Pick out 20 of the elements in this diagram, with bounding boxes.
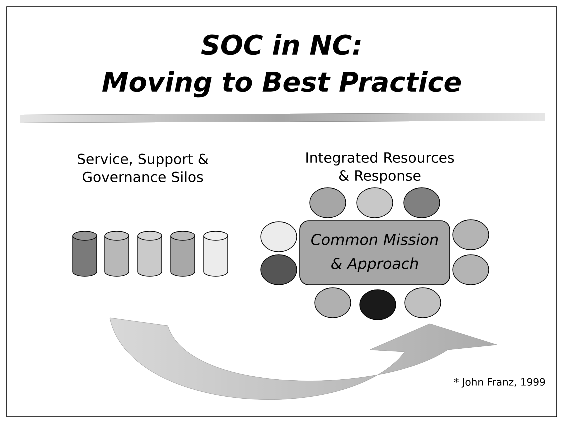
circle	[404, 288, 442, 318]
circle	[260, 222, 298, 252]
heading: Service, Support & Governance Silos	[78, 154, 208, 182]
citation: * John Franz, 1999	[454, 378, 546, 388]
rounded-box: Common Mission & Approach	[300, 220, 450, 286]
circle	[314, 288, 352, 318]
circle	[360, 290, 396, 320]
circle	[404, 188, 440, 218]
title: SOC in NC: Moving to Best Practice	[102, 34, 462, 98]
cylinder	[104, 231, 130, 277]
circle	[452, 254, 490, 286]
cylinder	[204, 231, 228, 277]
circle	[310, 188, 346, 218]
cylinder	[138, 231, 162, 277]
heading: Integrated Resources & Response	[306, 152, 454, 184]
cylinder	[170, 231, 196, 277]
circle	[452, 220, 490, 250]
cylinder	[72, 231, 98, 277]
circle	[356, 188, 394, 218]
circle	[260, 254, 298, 286]
